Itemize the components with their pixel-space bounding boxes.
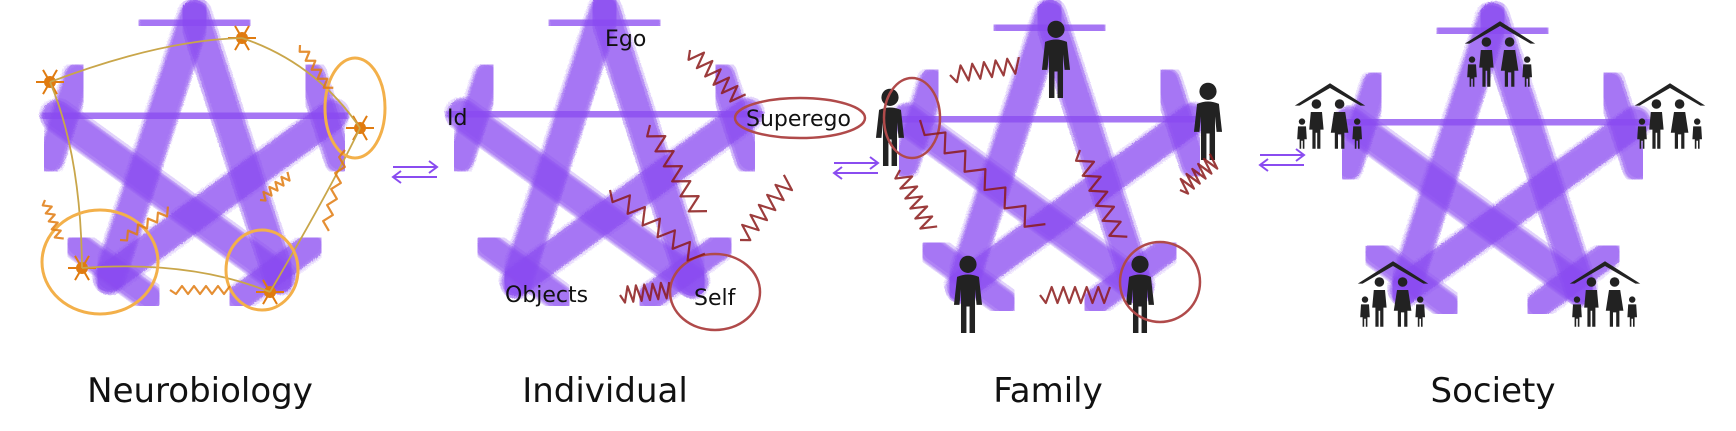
star-stroke [1332,104,1599,308]
pentagon-segment [1151,65,1210,181]
pentagon-segment [224,230,327,314]
dendrite [234,25,243,39]
dendrite [359,127,368,141]
panels-layer [34,0,1706,333]
conflict-zigzag [918,119,1046,228]
axon-link [241,37,361,129]
dendrite [262,291,271,305]
star-stroke [177,0,298,296]
dendrite [42,69,51,83]
star-stroke [1332,104,1653,140]
neuron-ring [40,208,160,316]
caption-family: Family [993,371,1102,411]
caption-society: Society [1431,371,1556,411]
star-stroke [39,98,298,296]
label-ego: Ego [605,27,646,52]
dendrite [42,81,51,95]
neural-signal [169,284,231,296]
star-stroke [889,101,1210,137]
dendrite [234,37,243,51]
pentagon-segment [472,230,575,314]
label-id: Id [447,106,467,131]
caption-individual: Individual [522,371,688,411]
conflict-zigzag [949,56,1020,84]
conflict-zigzag [608,189,706,262]
pentagon-segment [34,60,93,176]
neural-signal [298,44,334,89]
conflict-zigzag [894,169,938,230]
conflict-zigzag [1179,153,1219,195]
conflict-zigzag [619,281,671,304]
self-ring [668,252,762,332]
axon-link [269,127,361,293]
dendrite [241,37,250,51]
neuron-ring [323,56,387,160]
person-ring [882,76,942,160]
neural-signal [322,149,346,232]
star-stroke [444,96,711,300]
dendrite [262,279,271,293]
axon-link [81,265,271,293]
star-stroke [587,0,711,300]
label-objects: Objects [505,283,588,308]
conflict-zigzag [739,174,794,242]
pentagon-segment [889,65,948,181]
star-stroke [444,96,765,132]
pentagon-segment [1594,68,1653,184]
axon-link [49,81,83,269]
person-ring [1118,240,1202,324]
pentagon-segment [135,7,254,39]
conflict-zigzag [687,49,747,103]
label-self: Self [694,286,737,311]
dendrite [359,115,368,129]
pentagon-segment [444,60,503,176]
star-stroke [1386,104,1653,308]
star-stroke [943,101,1210,305]
pentagon-segment [545,7,664,39]
neural-signal [259,171,291,202]
caption-neurobiology: Neurobiology [87,371,313,411]
bidirectional-arrows-icon [832,156,880,180]
star-stroke [91,98,350,296]
label-superego: Superego [746,107,851,132]
star-stroke [943,0,1067,305]
superego-ring [733,96,867,140]
conflict-zigzag [1039,285,1112,305]
star-stroke [498,0,622,300]
dendrite [74,267,83,281]
star-stroke [91,0,212,296]
conflict-zigzag [1074,149,1128,238]
pentagon-segment [1332,68,1391,184]
dendrite [74,255,83,269]
star-stroke [39,98,350,134]
panel-family [875,0,1223,333]
dendrite [241,25,250,39]
neural-signal [41,199,64,240]
conflict-zigzag [646,124,708,213]
dendrite [269,291,278,305]
dendrite [81,255,90,269]
bidirectional-arrows-icon [1258,148,1306,172]
axon-link [49,37,243,83]
panel-individual [444,0,867,332]
dendrite [49,69,58,83]
bidirectional-arrows-icon [391,160,439,184]
panel-neurobiology [34,0,387,316]
dendrite [81,267,90,281]
neuron-ring [224,228,300,312]
neural-signal [119,206,170,242]
panel-society [1294,1,1706,327]
connectors-layer [391,148,1306,184]
